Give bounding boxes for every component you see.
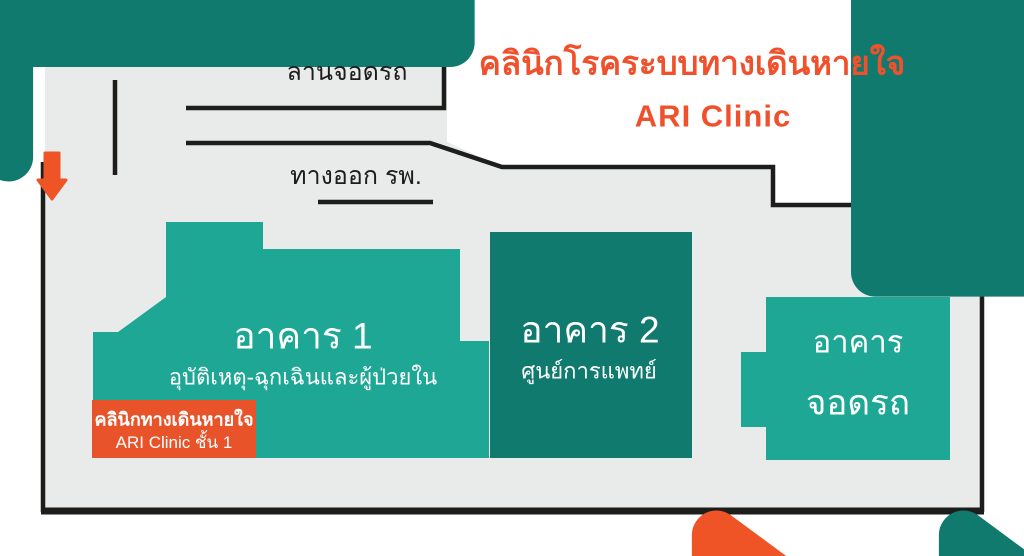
building-2-subtitle: ศูนย์การแพทย์ [521, 358, 657, 384]
building-1-subtitle: อุบัติเหตุ-ฉุกเฉินและผู้ป่วยใน [168, 364, 438, 390]
ari-clinic-box-label-line1: คลินิกทางเดินหายใจ [94, 409, 254, 430]
orange-right-arrow-icon [273, 533, 1024, 556]
parking-building-label-line1: อาคาร [812, 324, 904, 360]
building-2-shape [490, 232, 692, 458]
building-1-name: อาคาร 1 [233, 315, 373, 357]
parking-building-label-line2: จอดรถ [805, 383, 911, 423]
page-title: คลินิกโรคระบบทางเดินหายใจ [478, 44, 906, 82]
parking-building-shape [741, 297, 950, 460]
parking-lot-label: ลานจอดรถ [286, 57, 408, 86]
page-subtitle: ARI Clinic [634, 98, 792, 134]
ari-clinic-box-label-line2: ARI Clinic ชั้น 1 [115, 433, 233, 453]
ari-clinic-box [92, 400, 256, 458]
orange-down-arrow-icon [0, 411, 22, 556]
building-2-name: อาคาร 2 [520, 309, 660, 351]
hospital-exit-label: ทางออก รพ. [290, 161, 422, 190]
building-1-shape [93, 222, 489, 458]
